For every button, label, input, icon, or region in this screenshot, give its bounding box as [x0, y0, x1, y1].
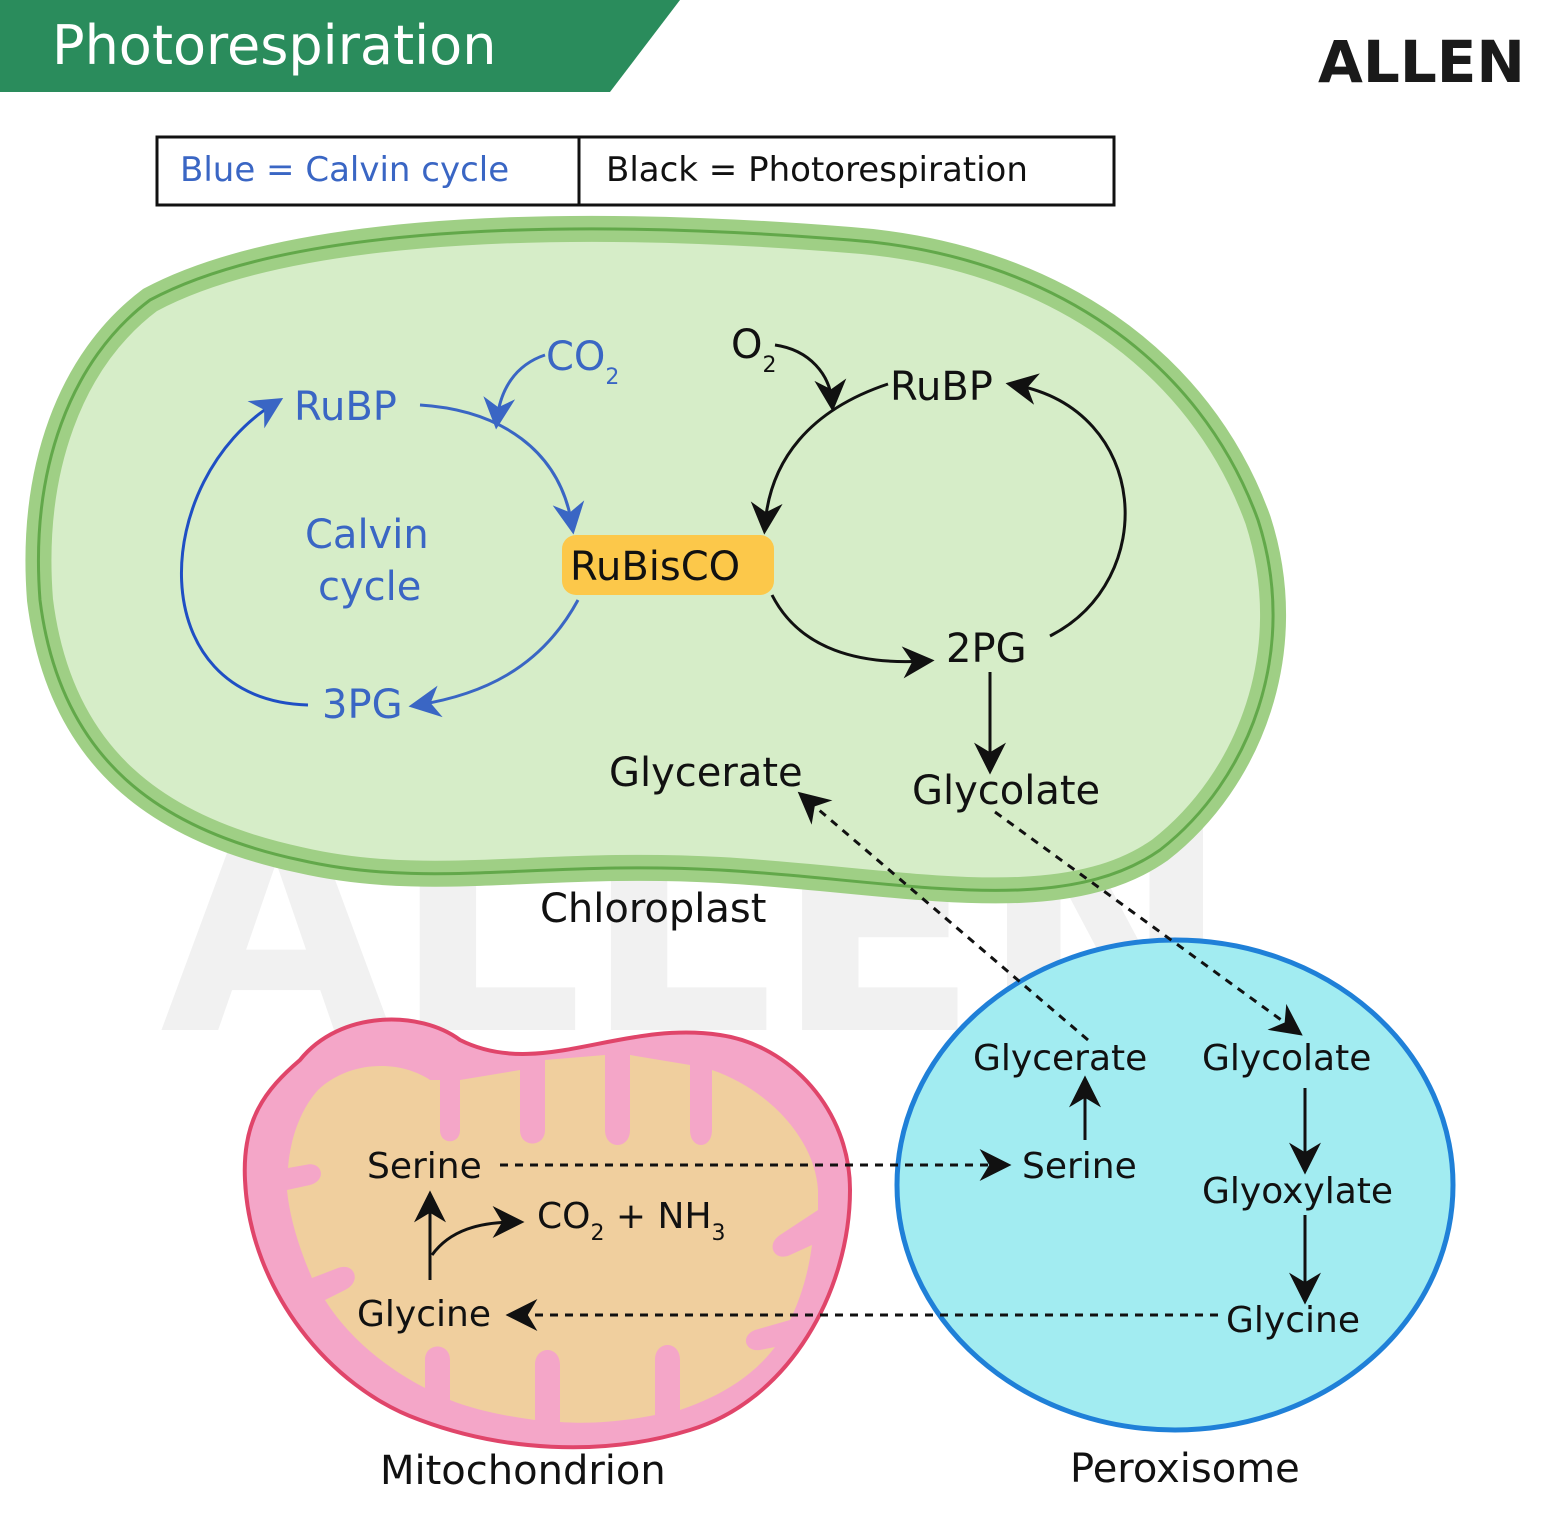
mitochondrion: Serine Glycine CO2 + NH3	[242, 1017, 853, 1450]
calvin-co2: CO2	[546, 334, 619, 390]
arrow-rubisco-to-2pg	[770, 594, 935, 679]
mito-glycine: Glycine	[357, 1294, 491, 1335]
mitochondrion-label: Mitochondrion	[380, 1448, 666, 1494]
page-title: Photorespiration	[52, 14, 496, 77]
calvin-cycle: RuBP CO2 Calvin cycle 3PG	[180, 334, 619, 728]
arrow-rubp-to-rubisco	[419, 403, 585, 535]
rubisco-label: RuBisCO	[570, 544, 740, 590]
perox-serine: Serine	[1022, 1146, 1137, 1187]
rubisco: RuBisCO	[562, 535, 774, 595]
perox-glycine: Glycine	[1226, 1300, 1360, 1341]
arrow-glycine-to-products	[430, 1206, 525, 1256]
calvin-rubp: RuBP	[294, 384, 397, 430]
legend: Blue = Calvin cycle Black = Photorespira…	[155, 135, 1116, 207]
arrow-o2-in	[774, 343, 847, 412]
arrow-2pg-to-rubp	[1005, 373, 1127, 638]
dashed-glycerate-to-chloroplast	[797, 791, 1089, 1042]
legend-photorespiration: Black = Photorespiration	[606, 150, 1028, 190]
arrow-3pg-to-rubp	[180, 397, 309, 707]
perox-glyoxylate: Glyoxylate	[1202, 1171, 1393, 1212]
calvin-cycle-label-2: cycle	[318, 564, 421, 610]
arrow-rubp-to-rubisco-black	[750, 382, 889, 535]
perox-glycerate: Glycerate	[973, 1038, 1147, 1079]
chloroplast-label: Chloroplast	[540, 886, 766, 932]
photorespiration-chloroplast: O2 RuBP 2PG Glycolate Glycerate	[609, 322, 1127, 814]
photo-rubp: RuBP	[890, 364, 993, 410]
mito-products: CO2 + NH3	[537, 1196, 726, 1246]
title-banner	[0, 0, 680, 92]
calvin-cycle-label-1: Calvin	[305, 512, 429, 558]
legend-calvin: Blue = Calvin cycle	[180, 150, 509, 190]
arrow-co2-in	[483, 353, 546, 430]
calvin-3pg: 3PG	[322, 682, 403, 728]
brand-logo: ALLEN	[1318, 28, 1525, 96]
photo-glycerate: Glycerate	[609, 750, 803, 796]
photo-glycolate: Glycolate	[912, 768, 1100, 814]
mito-serine: Serine	[367, 1146, 482, 1187]
dashed-glycolate-to-peroxisome	[994, 810, 1303, 1036]
peroxisome-label: Peroxisome	[1070, 1446, 1300, 1492]
transport-arrows	[500, 791, 1303, 1331]
photo-2pg: 2PG	[946, 626, 1027, 672]
photo-o2: O2	[731, 322, 776, 378]
arrow-rubisco-to-3pg	[408, 599, 580, 718]
peroxisome: Glycerate Glycolate Serine Glyoxylate Gl…	[894, 937, 1456, 1433]
perox-glycolate: Glycolate	[1202, 1038, 1371, 1079]
